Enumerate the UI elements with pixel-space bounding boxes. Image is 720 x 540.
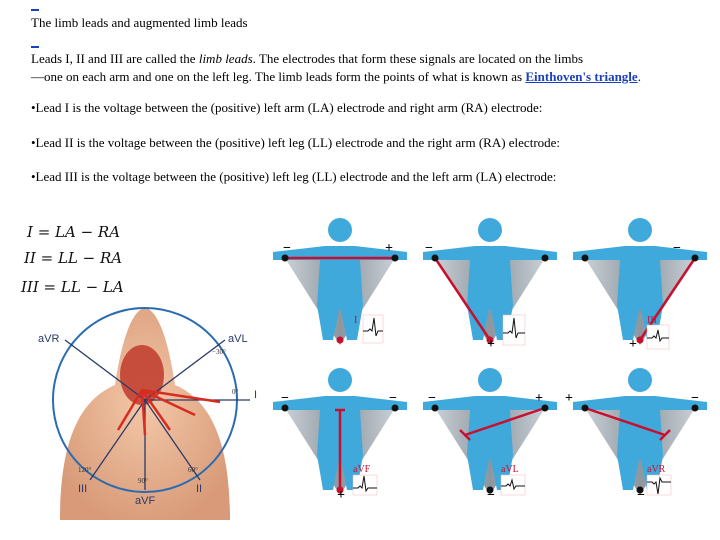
ecg-strip	[646, 324, 670, 350]
formula-lead-iii: III = LL − LA	[21, 278, 124, 296]
electrode	[431, 404, 439, 412]
bullet-lead-ii: •Lead II is the voltage between the (pos…	[31, 135, 561, 150]
ecg-waveform	[647, 476, 671, 495]
degree-label: −30°	[212, 348, 226, 356]
minus-sign: −	[673, 241, 681, 256]
lead-vector	[433, 257, 492, 341]
lead-label: aVR	[647, 464, 666, 475]
intro-text: .	[637, 69, 641, 84]
degree-label: 60°	[188, 466, 198, 474]
einthoven-figures: − + I − + II − + III − −	[273, 218, 707, 503]
electrode	[281, 404, 289, 412]
ecg-waveform	[363, 317, 383, 337]
electrode	[636, 336, 644, 344]
einthoven-link[interactable]: Einthoven's triangle	[525, 69, 638, 84]
electrode	[541, 404, 549, 412]
ecg-strip	[362, 314, 384, 344]
electrode	[581, 254, 589, 262]
lead-label: aVF	[353, 464, 371, 475]
axis-line	[89, 399, 146, 481]
minus-sign: −	[283, 241, 291, 256]
body-lead-iii: − + III	[573, 218, 707, 352]
intro-text: . The electrodes that form these signals…	[252, 51, 584, 66]
vector-arrow	[141, 388, 221, 404]
degree-label: 90°	[138, 477, 148, 485]
lead-vector	[459, 429, 471, 441]
degree-label: 120°	[78, 466, 92, 474]
electrode	[391, 404, 399, 412]
body-lead-i: − + I	[273, 218, 407, 345]
bullet-mark	[31, 9, 39, 11]
plus-sign: +	[385, 241, 393, 256]
electrode	[691, 254, 699, 262]
vector-arrow	[140, 389, 147, 436]
ecg-waveform	[501, 478, 525, 491]
bullet-mark	[31, 46, 39, 48]
label-iii: III	[78, 483, 87, 495]
plus-sign: +	[487, 337, 495, 352]
electrode	[486, 486, 494, 494]
axis-line	[144, 339, 226, 401]
electrode	[281, 254, 289, 262]
minus-sign: −	[637, 488, 645, 503]
slide-title: The limb leads and augmented limb leads	[31, 15, 248, 30]
ecg-waveform	[353, 475, 377, 493]
degree-label: 0°	[232, 388, 239, 396]
body-avf: − − + aVF	[273, 368, 407, 503]
formula-lead-ii: II = LL − RA	[24, 249, 123, 267]
body-avl: − + − aVL	[423, 368, 557, 503]
electrode	[336, 336, 344, 344]
ecg-waveform	[503, 317, 525, 339]
minus-sign: −	[428, 391, 436, 406]
axis-line	[64, 339, 146, 401]
electrode	[581, 404, 589, 412]
axis-line	[144, 399, 201, 481]
bullet-lead-iii: •Lead III is the voltage between the (po…	[31, 169, 557, 184]
body-lead-ii: − + II	[423, 218, 557, 352]
minus-sign: −	[281, 391, 289, 406]
bullet-lead-i: •Lead I is the voltage between the (posi…	[31, 100, 543, 115]
vector-arrow	[141, 388, 196, 417]
minus-sign: −	[691, 391, 699, 406]
electrode	[486, 336, 494, 344]
plus-sign: +	[337, 488, 345, 503]
ecg-waveform	[647, 329, 669, 343]
label-avl: aVL	[228, 333, 248, 345]
plus-sign: +	[629, 337, 637, 352]
label-i: I	[254, 389, 257, 401]
vector-arrow	[116, 389, 144, 431]
formula-lead-i: I = LA − RA	[27, 223, 121, 241]
lead-label: III	[647, 315, 657, 326]
minus-sign: −	[487, 488, 495, 503]
lead-vector	[464, 406, 546, 437]
intro-text: Leads I, II and III are called the	[31, 51, 199, 66]
minus-sign: −	[389, 391, 397, 406]
electrode	[431, 254, 439, 262]
label-avr: aVR	[38, 333, 59, 345]
hexaxial-figure: aVR aVL I III aVF II −30° 0° 120° 90° 60…	[38, 307, 257, 520]
label-ii: II	[196, 483, 202, 495]
electrode	[636, 486, 644, 494]
vector-arrow	[140, 389, 172, 431]
electrode	[391, 254, 399, 262]
intro-paragraph: Leads I, II and III are called the limb …	[31, 50, 641, 86]
lead-vector	[584, 406, 666, 437]
lead-label: aVL	[501, 464, 519, 475]
lead-label: I	[354, 315, 357, 326]
electrode	[541, 254, 549, 262]
label-avf: aVF	[135, 495, 155, 507]
plus-sign: +	[535, 391, 543, 406]
intro-text: —one on each arm and one on the left leg…	[31, 69, 526, 84]
body-avr: + − − aVR	[565, 368, 707, 503]
intro-italic: limb leads	[198, 51, 253, 66]
lead-vector	[659, 429, 671, 441]
electrode	[336, 486, 344, 494]
ecg-strip	[502, 314, 526, 346]
plus-sign: +	[565, 391, 573, 406]
minus-sign: −	[425, 241, 433, 256]
electrode	[691, 404, 699, 412]
